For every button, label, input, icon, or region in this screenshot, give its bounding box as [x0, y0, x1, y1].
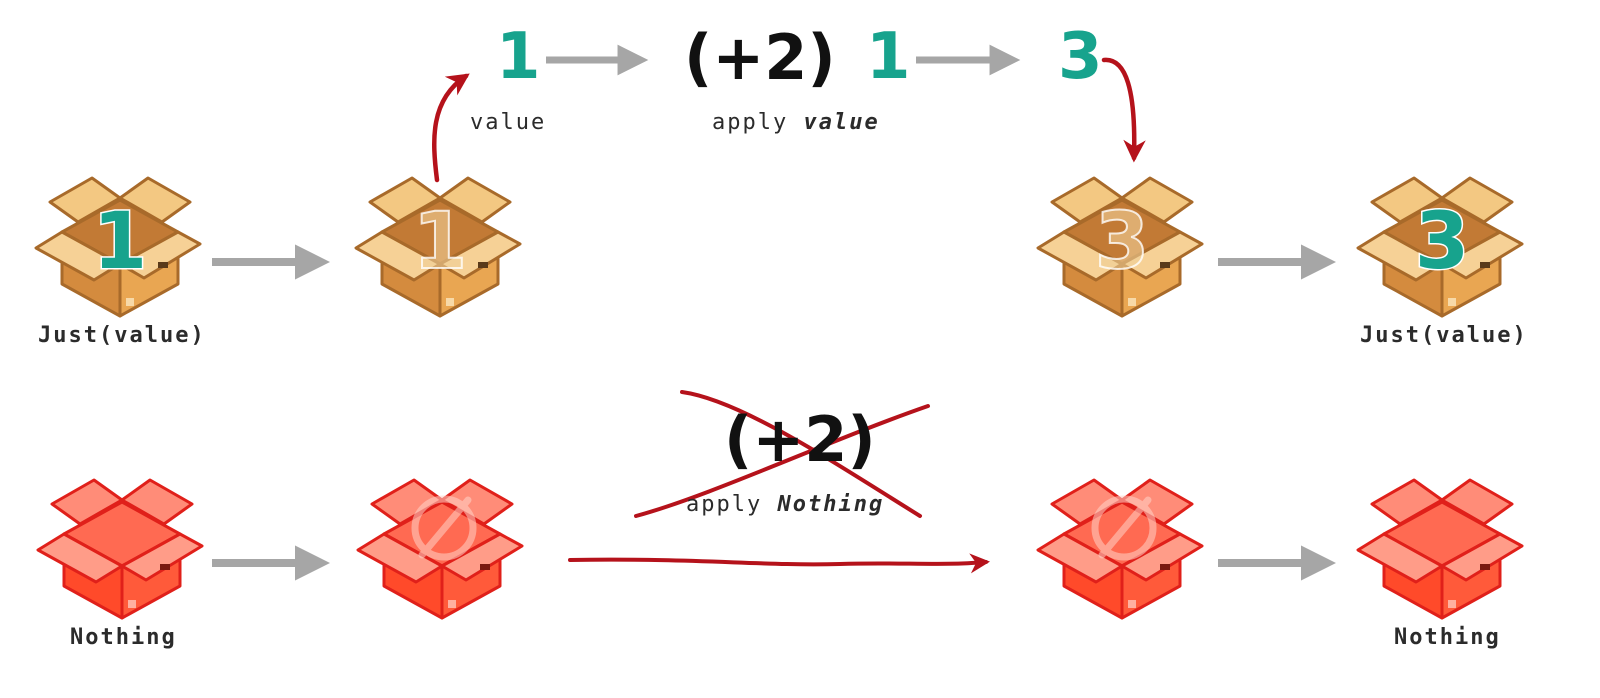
empty-set-icon [411, 495, 477, 561]
red-arrow-icon [1101, 57, 1146, 163]
apply-caption: apply value [712, 110, 880, 135]
applied-value: 1 [866, 20, 911, 94]
input-caption: value [470, 110, 547, 135]
function-label: (+2) [684, 21, 836, 94]
cross-out-icon [634, 390, 930, 518]
end-just-label: Just(value) [1360, 323, 1528, 348]
crossed-function-label: (+2) [724, 403, 876, 476]
empty-set-icon [1091, 495, 1157, 561]
box-ghost-value: 3 [1095, 197, 1149, 287]
apply-arg: value [803, 110, 880, 135]
refill-nothing-box [1036, 478, 1204, 620]
opened-nothing-box [356, 478, 524, 620]
start-nothing-label: Nothing [70, 625, 177, 650]
apply-prefix: apply [712, 110, 789, 135]
red-arrow-icon [568, 553, 990, 574]
red-box-icon [1356, 478, 1524, 620]
box-ghost-value: 1 [413, 197, 467, 287]
start-just-label: Just(value) [38, 323, 206, 348]
apply-arg: Nothing [777, 492, 885, 517]
result-value: 3 [1058, 20, 1103, 94]
start-nothing-box [36, 478, 204, 620]
box-value: 3 [1415, 197, 1469, 287]
apply-prefix: apply [686, 492, 763, 517]
end-just-box: 3 [1356, 176, 1524, 318]
end-nothing-box [1356, 478, 1524, 620]
input-value: 1 [496, 20, 541, 94]
red-arrow-icon [432, 73, 470, 183]
red-box-icon [36, 478, 204, 620]
refill-just-box: 3 [1036, 176, 1204, 318]
opened-just-box: 1 [354, 176, 522, 318]
start-just-box: 1 [34, 176, 202, 318]
box-value: 1 [93, 197, 147, 287]
apply-nothing-caption: apply Nothing [686, 492, 884, 517]
end-nothing-label: Nothing [1394, 625, 1501, 650]
